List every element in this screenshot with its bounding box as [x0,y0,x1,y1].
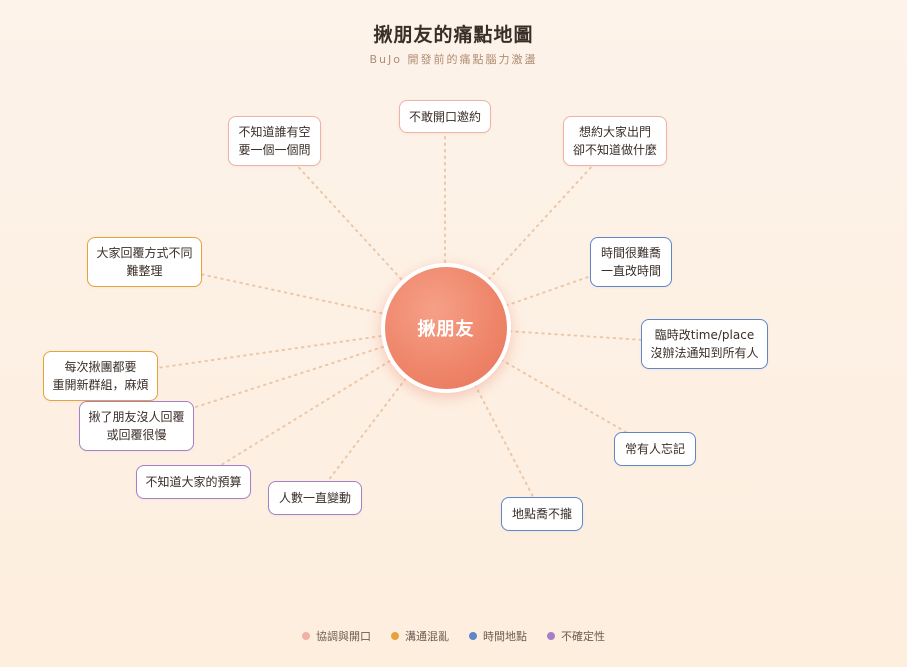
diagram-subtitle: BuJo 開發前的痛點腦力激盪 [369,53,538,66]
pain-point-text: 大家回覆方式不同 [96,246,193,260]
pain-point-node[interactable]: 臨時改time/place 沒辦法通知到所有人 [641,319,768,369]
legend-label: 時間地點 [483,630,527,643]
pain-point-text: 常有人忘記 [624,442,685,456]
pain-point-node[interactable]: 每次揪團都要重開新群組，麻煩 [43,351,158,401]
pain-point-node[interactable]: 人數一直變動 [268,481,362,515]
pain-point-text: 卻不知道做什麼 [572,143,657,157]
pain-point-text: 揪了朋友沒人回覆 [88,410,185,424]
legend-item-uncertainty: 不確定性 [547,628,605,644]
pain-point-text: 難整理 [126,264,163,278]
pain-point-node[interactable]: 想約大家出門卻不知道做什麼 [563,116,667,166]
center-node-label: 揪朋友 [417,319,475,340]
pain-point-text: 一直改時間 [600,264,661,278]
legend-dot-icon [302,632,310,640]
connector-line [273,140,446,328]
connector-line [444,326,543,515]
pain-point-text: 或回覆很慢 [106,428,167,442]
legend-item-time-place: 時間地點 [469,628,527,644]
pain-point-text: 想約大家出門 [578,125,651,139]
pain-point-node[interactable]: 不知道大家的預算 [136,465,251,499]
legend-label: 溝通混亂 [405,630,449,643]
pain-point-node[interactable]: 不敢開口邀約 [399,100,491,133]
pain-point-text: 地點喬不攏 [511,507,572,521]
legend-dot-icon [391,632,399,640]
pain-point-text: 沒辦法通知到所有人 [650,346,759,360]
pain-point-node[interactable]: 不知道誰有空要一個一個問 [228,116,321,166]
pain-point-node[interactable]: 時間很難喬一直改時間 [590,237,672,287]
pain-point-text: 不知道大家的預算 [145,475,242,489]
pain-point-text: 重開新群組，麻煩 [52,378,149,392]
pain-point-text: 不敢開口邀約 [408,109,481,124]
legend: 協調與開口 溝通混亂 時間地點 不確定性 [0,628,907,644]
pain-point-text: 要一個一個問 [238,143,311,157]
pain-point-node[interactable]: 揪了朋友沒人回覆或回覆很慢 [79,401,194,451]
pain-point-node[interactable]: 地點喬不攏 [501,497,583,531]
pain-point-text: 臨時改time/place [654,328,755,342]
pain-point-text: 不知道誰有空 [238,125,311,139]
connector-line [444,140,616,328]
connector-line [192,326,446,483]
legend-label: 協調與開口 [316,630,371,643]
pain-point-node[interactable]: 常有人忘記 [614,432,696,466]
center-node[interactable]: 揪朋友 [381,263,511,393]
legend-label: 不確定性 [561,630,605,643]
legend-item-communication: 溝通混亂 [391,628,449,644]
pain-point-text: 人數一直變動 [278,491,351,505]
legend-item-coordination: 協調與開口 [302,628,371,644]
pain-point-text: 每次揪團都要 [64,360,137,374]
pain-point-text: 時間很難喬 [600,246,661,260]
legend-dot-icon [469,632,477,640]
diagram-title: 揪朋友的痛點地圖 [373,24,534,46]
pain-point-node[interactable]: 大家回覆方式不同難整理 [87,237,202,287]
legend-dot-icon [547,632,555,640]
